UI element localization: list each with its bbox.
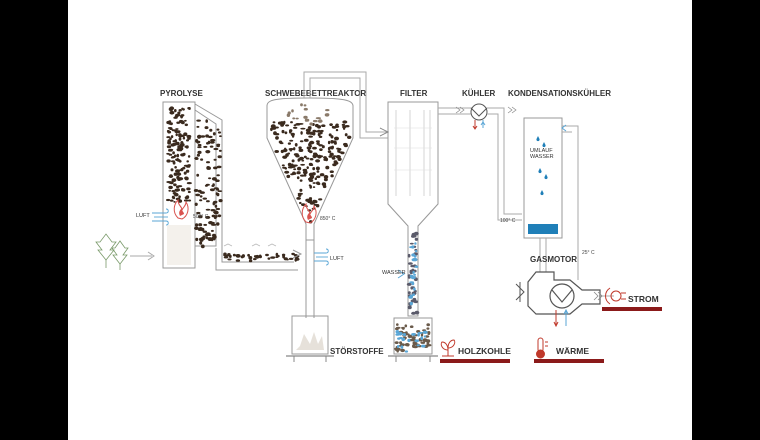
holzkohle-bin [388,317,438,362]
label-kondensationskuehler: KONDENSATIONSKÜHLER [508,89,611,98]
flame-icon [173,198,189,220]
heat-exchanger-icon [470,103,488,130]
label-gasmotor: GASMOTOR [530,255,577,264]
annotation-luft-pyrolyse: LUFT [136,213,150,219]
bottom-conveyor [215,243,303,271]
reactor-pellets [270,103,352,224]
output-holzkohle: HOLZKOHLE [458,346,511,356]
annotation-wasser-umlauf: WASSER [530,154,554,160]
annotation-temp-reaktor: 850° C [320,216,336,222]
label-kuehler: KÜHLER [462,89,496,98]
annotation-luft-reaktor: LUFT [330,256,344,262]
holzkohle-bar [440,359,510,363]
annotation-temp-kuehler: 100° C [500,218,516,224]
filter-unit [379,101,439,317]
annotation-wasser-filter: WASSER [382,270,406,276]
annotation-umlauf: UMLAUF [530,148,553,154]
pyrolyse-unit [162,101,223,269]
condenser-unit [523,117,579,280]
pipe-kuehler-kondensator [487,107,522,221]
thermometer-icon [536,337,548,359]
annotation-temp-gasmotor: 25° C [582,250,595,256]
label-pyrolyse: PYROLYSE [160,89,203,98]
label-filter: FILTER [400,89,428,98]
label-schwebebettreaktor: SCHWEBEBETTREAKTOR [265,89,366,98]
pyrolyse-pellets [166,106,192,203]
pipe-filter-kuehler [438,107,472,115]
reactor-unit [266,71,388,318]
waerme-bar [534,359,604,363]
process-diagram-svg: PYROLYSE LUFT 500° C SCHWEBEBETTREAKTOR [95,71,662,363]
sprout-icon [440,339,456,357]
output-strom: STROM [628,294,659,304]
stoerstoffe-bin [286,315,334,362]
annotation-temp-pyrolyse: 500° C [193,214,209,220]
label-stoerstoffe: STÖRSTOFFE [330,347,384,356]
air-icon [152,208,169,226]
feed-arrow [130,251,155,261]
plug-icon [605,287,626,305]
tree-icon [95,233,129,270]
gas-engine [515,271,601,328]
process-diagram: PYROLYSE LUFT 500° C SCHWEBEBETTREAKTOR [68,0,692,440]
flame-icon [301,202,317,224]
conveyor-pellets [193,119,223,249]
strom-bar [602,307,662,311]
output-waerme: WÄRME [556,346,589,356]
air-icon [314,248,329,266]
filter-particles [406,231,420,315]
